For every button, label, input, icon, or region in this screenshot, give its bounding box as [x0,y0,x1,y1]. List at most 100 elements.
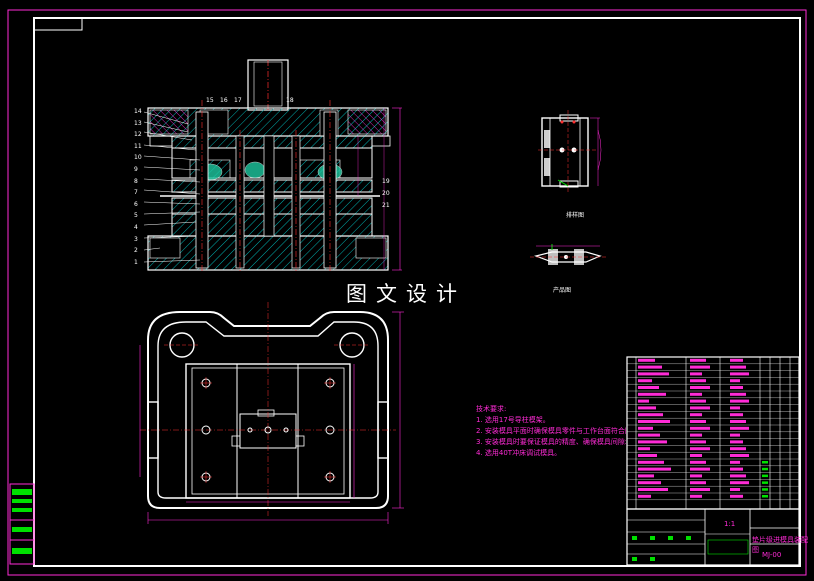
drawing-title: 垫片级进模具装配图 [752,536,808,554]
parts-row-qty [690,426,710,430]
watermark-text: 图文设计 [346,282,466,306]
sheet-frame [7,9,807,576]
parts-row-name [638,494,651,498]
plan-view [139,302,404,524]
parts-row-flag [762,461,768,464]
part-number-label: 9 [134,166,138,173]
parts-row-material [730,447,746,451]
parts-row-name [638,460,664,464]
tech-req-heading: 技术要求: [476,405,507,413]
parts-row-qty [690,481,706,485]
parts-row-material [730,358,743,362]
parts-row-material [730,474,746,478]
parts-row-qty [690,474,702,478]
parts-row-name [638,365,662,369]
part-number-label: 4 [134,224,138,231]
parts-row-qty [690,372,702,376]
parts-row-material [730,440,743,444]
parts-row-material [730,460,740,464]
part-number-label: 2 [134,247,138,255]
product-view [530,244,606,265]
part-number-label: 5 [134,212,138,220]
parts-row-name [638,379,652,383]
part-number-label: 21 [382,202,390,209]
strip-layout-view [538,110,602,192]
part-number-label: 7 [134,189,138,197]
part-number-label: 18 [286,97,294,104]
parts-row-material [730,399,749,403]
parts-row-qty [690,399,706,403]
part-number-label: 12 [134,131,142,139]
parts-row-material [730,426,749,430]
section-view [147,59,402,272]
parts-row-qty [690,392,702,396]
parts-row-name [638,440,667,444]
parts-row-qty [690,454,702,457]
parts-row-name [638,372,669,376]
parts-row-qty [690,447,710,451]
parts-row-name [638,392,666,396]
parts-row-qty [690,494,702,498]
parts-row-material [730,467,743,471]
parts-row-material [730,379,740,383]
parts-row-material [730,420,746,423]
parts-row-flag [762,495,768,498]
parts-row-material [730,372,749,376]
parts-row-flag [762,474,768,478]
leader-lines-left [143,111,201,263]
parts-list-rows [627,358,799,500]
parts-row-name [638,447,650,451]
scale-text: 1:1 [724,520,736,528]
part-number-label: 6 [134,200,138,208]
parts-row-material [730,392,746,396]
parts-row-qty [690,379,706,383]
parts-row-name [638,420,670,423]
parts-row-qty [690,467,710,471]
part-number-label: 1 [134,258,138,266]
part-number-label: 10 [134,154,142,162]
part-number-label: 3 [134,235,138,243]
parts-row-qty [690,386,710,389]
parts-row-material [730,386,743,389]
parts-row-name [638,474,654,478]
technical-requirements: 技术要求: 1. 选用17号导柱模架。 2. 安装模具平面时确保模具零件与工作台… [476,404,626,459]
parts-row-material [730,365,746,369]
tech-req-item: 2. 安装模具平面时确保模具零件与工作台面符合图纸。 [476,427,626,435]
parts-row-qty [690,413,702,417]
parts-row-qty [690,358,706,362]
parts-row-flag [762,488,768,491]
parts-row-material [730,406,740,410]
parts-row-qty [690,433,702,437]
part-number-label: 8 [134,177,138,185]
parts-row-name [638,399,649,403]
tech-req-item: 4. 选用40T冲床调试模具。 [476,449,562,457]
part-number-label: 11 [134,142,142,150]
parts-row-material [730,494,743,498]
title-block [626,508,800,566]
parts-row-name [638,433,660,437]
parts-list [626,356,800,510]
parts-row-flag [762,467,768,471]
parts-row-name [638,406,656,410]
parts-row-qty [690,488,710,491]
parts-row-material [730,454,749,457]
part-number-label: 16 [220,97,228,104]
parts-row-name [638,481,661,485]
part-number-label: 15 [206,97,214,104]
parts-row-name [638,386,659,389]
tech-req-item: 3. 安装模具时要保证模具的精度、确保模具间隙均匀。 [476,438,626,446]
part-number-label: 17 [234,97,242,104]
side-stamp-table [9,483,35,565]
strip-layout-label: 排样图 [566,212,585,219]
tech-req-item: 1. 选用17号导柱模架。 [476,416,550,424]
parts-row-name [638,413,663,417]
product-drawing-label: 产品图 [553,287,572,294]
parts-row-name [638,426,653,430]
parts-row-material [730,413,743,417]
drawing-number: MJ-00 [762,551,782,559]
part-number-label: 20 [382,190,390,197]
parts-row-qty [690,420,706,423]
parts-row-qty [690,440,706,444]
part-number-label: 14 [134,108,142,115]
